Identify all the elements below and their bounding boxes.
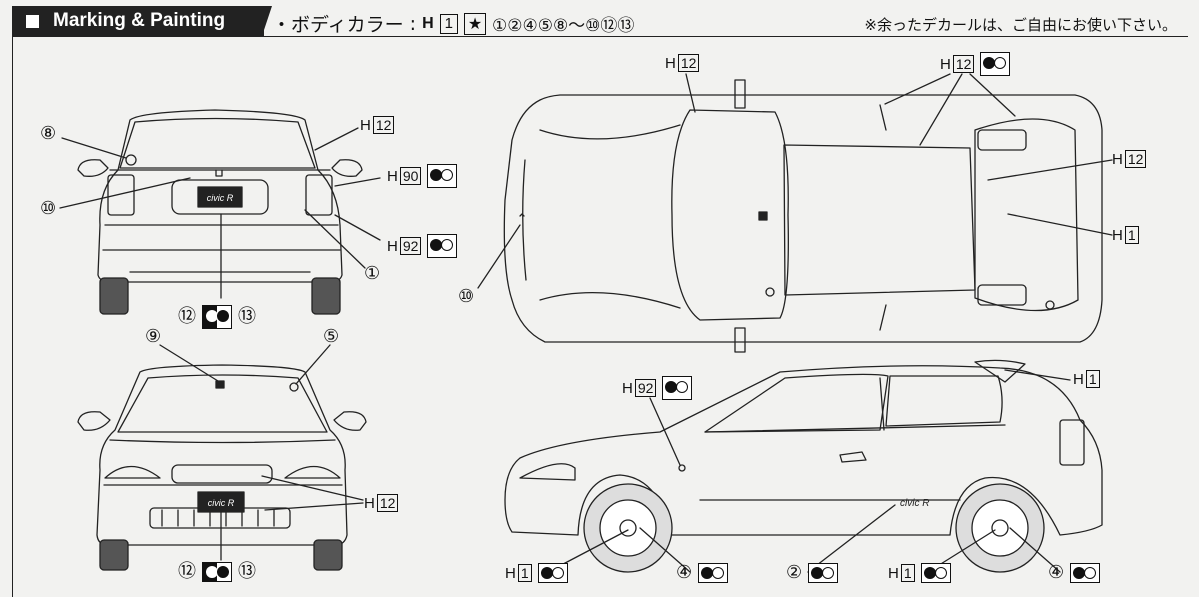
body-color-sep: : <box>409 12 417 35</box>
wheel-h1a-code: 1 <box>517 564 532 582</box>
wheel-part-4b: ④ <box>1048 562 1065 583</box>
h-letter: H <box>622 379 633 397</box>
top-callout-h12-a: H 12 <box>665 54 700 72</box>
body-code-number: 1 <box>439 13 458 34</box>
h-letter: H <box>387 237 398 255</box>
top-h12a-code: 12 <box>677 54 700 72</box>
decal-symbol-icon <box>427 164 458 188</box>
front-h12-code: 12 <box>376 494 399 512</box>
h-letter: H <box>505 564 516 582</box>
wheel-callout-2: ② <box>786 562 839 583</box>
svg-text:civic R: civic R <box>208 498 235 508</box>
body-code-letter: H <box>422 14 434 32</box>
rear-callout-8: ⑧ <box>40 125 56 143</box>
wheel-callout-4-a: ④ <box>676 562 729 583</box>
h-letter: H <box>1112 150 1123 168</box>
top-h1-code: 1 <box>1124 226 1139 244</box>
decal-symbol-icon <box>427 234 458 258</box>
front-part-9: ⑨ <box>145 326 162 347</box>
decal-symbol-icon <box>920 563 951 583</box>
side-view-drawing: civic R <box>504 359 1103 573</box>
top-callout-h1: H 1 <box>1112 226 1139 244</box>
top-h12c-code: 12 <box>1124 150 1147 168</box>
diagram-frame <box>12 36 1188 597</box>
top-h12b-code: 12 <box>952 55 975 73</box>
h-letter: H <box>360 116 371 134</box>
top-callout-h12-c: H 12 <box>1112 150 1147 168</box>
star-parts: ①②④⑤⑧〜⑩⑫⑬ <box>491 16 635 36</box>
front-part-13: ⑬ <box>238 561 256 582</box>
section-title: Marking & Painting <box>12 6 264 36</box>
rear-view-drawing: civic R <box>59 109 381 315</box>
decal-split-icon <box>202 562 232 582</box>
rear-part-12: ⑫ <box>178 306 196 327</box>
header: Marking & Painting ・ボディカラー : H 1 ★ ①②④⑤⑧… <box>0 0 1199 42</box>
rear-h90-code: 90 <box>399 167 422 185</box>
rear-callout-h12: H 12 <box>360 116 395 134</box>
svg-text:civic R: civic R <box>900 498 929 509</box>
section-title-text: Marking & Painting <box>53 10 226 31</box>
decal-symbol-icon <box>537 563 568 583</box>
h-letter: H <box>888 564 899 582</box>
decal-symbol-icon <box>698 563 729 583</box>
title-slant <box>262 6 272 36</box>
h-letter: H <box>1112 226 1123 244</box>
front-view-drawing: civic R <box>77 344 367 571</box>
rear-h92-code: 92 <box>399 237 422 255</box>
body-color-label: ・ボディカラー <box>272 14 404 36</box>
rear-callout-12-13: ⑫ ⑬ <box>178 305 256 329</box>
h-letter: H <box>387 167 398 185</box>
side-callout-h92: H 92 <box>622 376 693 400</box>
decal-symbol-icon <box>808 563 839 583</box>
wheel-h1b-code: 1 <box>900 564 915 582</box>
body-color-line: ・ボディカラー : H 1 ★ ①②④⑤⑧〜⑩⑫⑬ <box>272 10 634 37</box>
rear-part-8: ⑧ <box>40 123 57 144</box>
front-callout-12-13: ⑫ ⑬ <box>178 562 256 582</box>
top-part-10: ⑩ <box>458 286 475 307</box>
front-part-12: ⑫ <box>178 561 196 582</box>
top-callout-h12-b: H 12 <box>940 52 1011 76</box>
rear-callout-1: ① <box>364 265 380 283</box>
h-letter: H <box>940 55 951 73</box>
side-callout-h1: H 1 <box>1073 370 1100 388</box>
decal-symbol-icon <box>1070 563 1101 583</box>
wheel-callout-h1-a: H 1 <box>505 563 568 583</box>
rear-part-10: ⑩ <box>40 198 57 219</box>
front-callout-5: ⑤ <box>323 328 339 346</box>
car-line-drawings: civic R civic R <box>59 73 1113 573</box>
rear-callout-h90: H 90 <box>387 164 458 188</box>
side-h92-code: 92 <box>634 379 657 397</box>
front-part-5: ⑤ <box>323 326 340 347</box>
h-letter: H <box>364 494 375 512</box>
rear-part-1: ① <box>364 263 381 284</box>
svg-text:civic R: civic R <box>207 193 234 203</box>
rear-callout-10: ⑩ <box>40 200 56 218</box>
top-callout-10: ⑩ <box>458 288 474 306</box>
square-icon <box>26 14 39 28</box>
wheel-part-2: ② <box>786 562 803 583</box>
top-view-drawing <box>477 73 1113 353</box>
wheel-part-4a: ④ <box>676 562 693 583</box>
decal-symbol-icon <box>980 52 1011 76</box>
rear-callout-h92: H 92 <box>387 234 458 258</box>
decal-symbol-icon <box>662 376 693 400</box>
h-letter: H <box>1073 370 1084 388</box>
wheel-callout-4-b: ④ <box>1048 562 1101 583</box>
leftover-decal-note: ※余ったデカールは、ご自由にお使い下さい。 <box>864 16 1177 34</box>
front-callout-9: ⑨ <box>145 328 161 346</box>
rear-part-13: ⑬ <box>238 306 256 327</box>
h-letter: H <box>665 54 676 72</box>
front-callout-h12: H 12 <box>364 494 399 512</box>
rear-h12-code: 12 <box>372 116 395 134</box>
side-h1-code: 1 <box>1085 370 1100 388</box>
decal-split-icon <box>202 305 232 329</box>
wheel-callout-h1-b: H 1 <box>888 563 951 583</box>
star-icon: ★ <box>463 12 486 35</box>
